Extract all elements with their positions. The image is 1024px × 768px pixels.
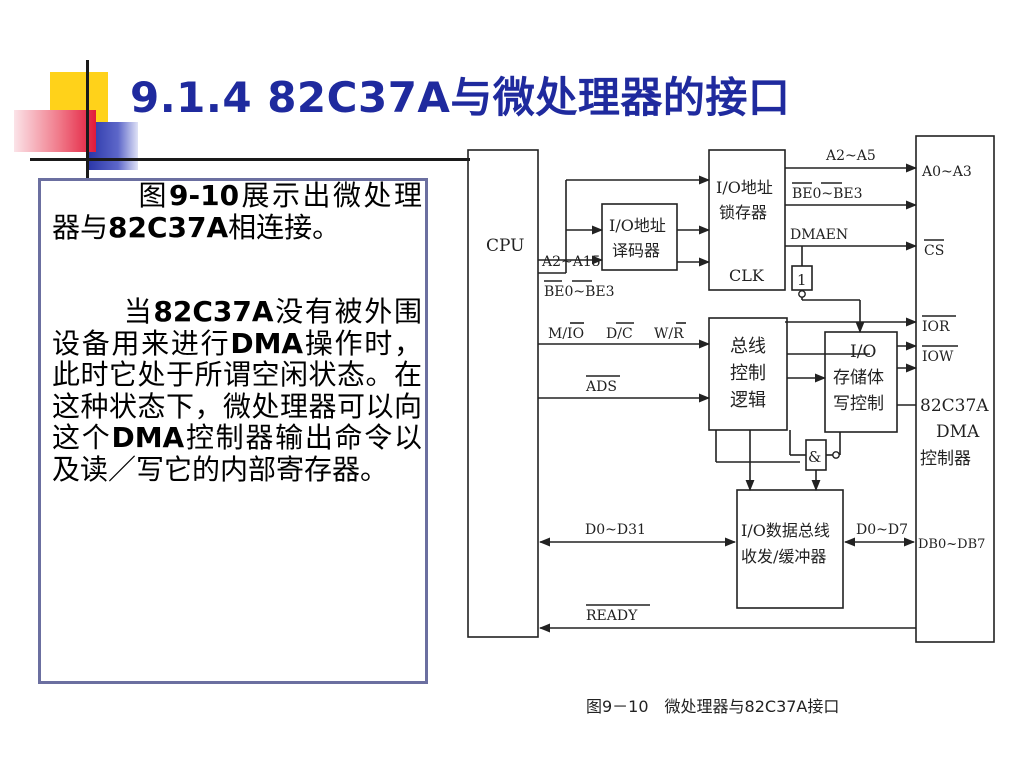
decor-red-square <box>14 110 96 152</box>
dma-label-1: 82C37A <box>920 396 989 416</box>
cpu-label: CPU <box>486 236 524 256</box>
p1-part-1: 9-10 <box>168 179 240 212</box>
bus-control-label-3: 逻辑 <box>730 390 766 411</box>
p2-part-1: 82C37A <box>153 295 274 328</box>
sig-dmaen: DMAEN <box>790 227 848 243</box>
bus-control-label-2: 控制 <box>730 363 766 384</box>
bus-control-label-1: 总线 <box>730 336 766 357</box>
sig-ready: READY <box>586 608 638 624</box>
sig-be03: BE0~BE3 <box>544 284 615 300</box>
sig-d0d7: D0~D7 <box>856 522 908 538</box>
p1-part-2: 展示出微处理器与 <box>52 179 422 244</box>
p1-part-4: 相连接。 <box>228 210 341 244</box>
addr-decoder-label-1: I/O地址 <box>609 216 666 235</box>
dma-label-3: 控制器 <box>920 449 971 469</box>
addr-latch-block <box>708 149 786 291</box>
sig-iow: IOW <box>922 349 954 365</box>
sig-wr: W/R <box>654 326 684 342</box>
addr-decoder-block <box>601 203 678 271</box>
io-mem-label-2: 存储体 <box>833 368 884 388</box>
clk-label: CLK <box>729 266 765 285</box>
addr-decoder-label-2: 译码器 <box>612 241 660 260</box>
p1-part-0: 图 <box>136 179 169 212</box>
p2-part-5: DMA <box>111 421 185 454</box>
sig-ior: IOR <box>922 319 950 335</box>
p2-part-0: 当 <box>122 295 154 328</box>
addr-latch-label-2: 锁存器 <box>719 203 767 222</box>
decor-vertical-line <box>86 60 89 192</box>
sig-a2a15: A2~A15 <box>541 254 601 270</box>
sig-a0a3: A0~A3 <box>921 164 972 180</box>
sig-be03-latch: BE0~BE3 <box>792 186 863 202</box>
sig-db0db7: DB0~DB7 <box>918 537 985 552</box>
sig-mio: M/IO <box>548 326 584 342</box>
data-buffer-label-2: 收发/缓冲器 <box>741 547 826 566</box>
sig-a2a5: A2~A5 <box>825 148 876 164</box>
paragraph-1: 图9-10展示出微处理器与82C37A相连接。 <box>52 180 422 243</box>
paragraph-2: 当82C37A没有被外围设备用来进行DMA操作时，此时它处于所谓空闲状态。在这种… <box>52 296 422 485</box>
and-gate-label: & <box>808 448 821 466</box>
and-gate-bubble <box>832 451 840 459</box>
dma-controller-block <box>915 135 995 643</box>
figure-caption: 图9－10 微处理器与82C37A接口 <box>586 697 840 716</box>
decor-blue-square <box>88 122 138 170</box>
inverter-bubble <box>798 290 806 298</box>
io-mem-label-3: 写控制 <box>833 394 884 414</box>
dma-label-2: DMA <box>936 422 980 442</box>
sig-cs: CS <box>924 243 944 259</box>
cpu-block <box>467 149 539 638</box>
data-buffer-block <box>736 489 844 609</box>
text-box <box>38 178 428 684</box>
sig-dc: D/C <box>606 326 633 342</box>
p2-part-4: 操作时，此时它处于所谓空闲状态。在这种状态下，微处理器可以向这个 <box>52 326 422 454</box>
p2-part-2: 没有被外围设备用来进行 <box>52 295 422 360</box>
data-buffer-label-1: I/O数据总线 <box>741 521 830 540</box>
p2-part-6: 控制器输出命令以及读／写它的内部寄存器。 <box>52 421 422 486</box>
addr-latch-label-1: I/O地址 <box>716 178 773 197</box>
p1-part-3: 82C37A <box>108 210 229 244</box>
sig-d0d31: D0~D31 <box>585 522 646 538</box>
io-mem-label-1: I/O <box>850 342 876 362</box>
p2-part-3: DMA <box>230 326 304 360</box>
sig-ads: ADS <box>585 379 617 395</box>
slide-title: 9.1.4 82C37A与微处理器的接口 <box>130 73 791 122</box>
decor-horizontal-line <box>30 158 470 161</box>
inverter-label: 1 <box>797 271 807 289</box>
bus-control-block <box>708 317 788 431</box>
